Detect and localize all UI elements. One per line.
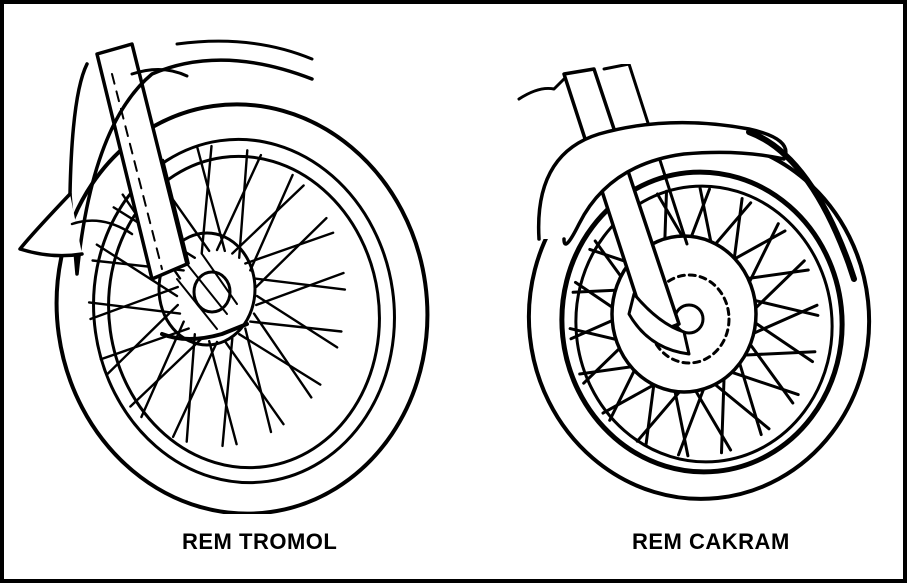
- spoke: [751, 259, 806, 312]
- spoke: [731, 371, 800, 397]
- spoke: [221, 337, 234, 448]
- fork-tube-line: [111, 73, 163, 270]
- spoke: [185, 333, 197, 443]
- disc-brake-wheel-drawing: [517, 62, 872, 501]
- wheel-spokes: [87, 144, 347, 448]
- tire-inner: [559, 169, 845, 475]
- fender-top: [175, 39, 314, 61]
- spoke: [249, 320, 343, 333]
- spoke: [255, 294, 339, 349]
- spoke: [254, 216, 328, 289]
- spoke: [744, 350, 817, 357]
- fender-stay: [70, 219, 134, 236]
- drum-brake-wheel-illustration: [12, 34, 452, 516]
- spoke: [237, 149, 249, 260]
- spoke: [200, 144, 213, 255]
- fender-tip: [18, 192, 84, 258]
- spoke: [129, 337, 203, 408]
- tire-outer: [54, 102, 430, 516]
- spoke: [713, 382, 771, 431]
- spoke: [244, 327, 273, 434]
- spoke: [106, 303, 180, 376]
- spoke: [249, 173, 294, 272]
- spoke: [223, 339, 285, 426]
- brake-arm: [160, 322, 249, 341]
- spoke: [99, 327, 190, 361]
- brake-caliper: [627, 292, 691, 356]
- rim: [107, 154, 381, 470]
- spoke: [672, 382, 690, 458]
- drum-brake-wheel-drawing: [18, 39, 430, 516]
- front-fender: [536, 120, 788, 246]
- spoke: [161, 158, 190, 265]
- spoke: [254, 271, 345, 307]
- fork-tube-inner-line: [602, 62, 689, 246]
- front-fender: [68, 58, 314, 276]
- spoke: [95, 243, 179, 298]
- spoke: [692, 386, 733, 452]
- spoke: [237, 333, 322, 386]
- spoke: [87, 301, 182, 315]
- hub-center: [192, 270, 232, 314]
- spoke: [252, 312, 313, 399]
- brake-line: [517, 77, 566, 101]
- spoke: [215, 153, 263, 252]
- spoke: [231, 184, 305, 255]
- spoke: [89, 285, 180, 321]
- tire-inner: [92, 137, 396, 485]
- spoke: [171, 340, 219, 439]
- spoke: [744, 222, 780, 291]
- disc-brake-caption: REM CAKRAM: [632, 529, 790, 554]
- spoke: [252, 277, 347, 291]
- spoke: [244, 231, 335, 265]
- disc-brake-wheel-illustration: [509, 62, 889, 504]
- brake-drum: [157, 231, 257, 347]
- spoke: [751, 303, 819, 335]
- fender-edge: [746, 129, 857, 282]
- drum-brake-caption: REM TROMOL: [182, 529, 338, 554]
- spoke: [207, 339, 238, 446]
